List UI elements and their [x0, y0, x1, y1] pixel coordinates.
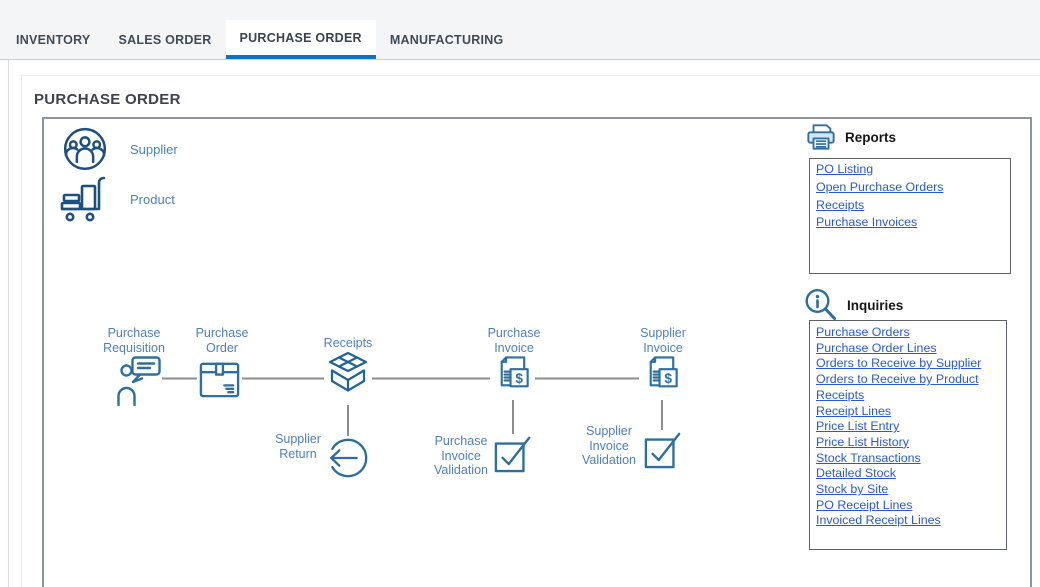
inquiry-link-price-list-history[interactable]: Price List History — [816, 434, 909, 449]
tab-inventory[interactable]: INVENTORY — [16, 32, 91, 47]
supplier-invoice-validation-label: Supplier Invoice Validation — [582, 424, 636, 467]
checkbox-check-icon — [644, 432, 681, 469]
tab-manufacturing[interactable]: MANUFACTURING — [389, 32, 504, 47]
inquiry-link-po-receipt-lines[interactable]: PO Receipt Lines — [816, 497, 913, 512]
inquiry-link-invoiced-receipt-lines[interactable]: Invoiced Receipt Lines — [816, 513, 941, 528]
inquiries-header: Inquiries — [804, 288, 903, 322]
magnifier-info-icon — [805, 288, 836, 320]
reports-header: Reports — [806, 122, 896, 152]
process-map: Supplier Product Purchase Requisition Pu… — [42, 117, 1032, 587]
inquiry-link-stock-transactions[interactable]: Stock Transactions — [816, 450, 921, 465]
supplier-return-label: Supplier Return — [275, 432, 321, 461]
inquiry-link-detailed-stock[interactable]: Detailed Stock — [816, 466, 896, 481]
receipts-node[interactable] — [324, 351, 372, 410]
inquiry-link-receipts[interactable]: Receipts — [816, 387, 865, 402]
module-tab-bar: INVENTORY SALES ORDER PURCHASE ORDER MAN… — [0, 0, 1040, 60]
invoice-dollar-icon: $ — [649, 356, 678, 388]
package-box-icon — [199, 362, 240, 398]
supplier-icon — [63, 127, 107, 171]
checkbox-check-icon — [494, 436, 531, 473]
purchase-invoice-label: Purchase Invoice — [487, 326, 541, 355]
purchase-invoice-validation-node[interactable] — [494, 434, 532, 479]
tab-purchase-order[interactable]: PURCHASE ORDER — [225, 20, 376, 59]
purchase-order-label: Purchase Order — [195, 326, 249, 355]
purchase-requisition-label: Purchase Requisition — [103, 326, 165, 355]
content-card — [21, 75, 1040, 587]
supplier-label: Supplier — [130, 141, 178, 157]
inquiry-link-receipt-lines[interactable]: Receipt Lines — [816, 403, 892, 418]
inquiry-link-orders-to-receive-by-supplier[interactable]: Orders to Receive by Supplier — [816, 356, 982, 371]
inquiry-link-purchase-orders[interactable]: Purchase Orders — [816, 325, 910, 339]
reports-list: PO Listing Open Purchase Orders Receipts… — [809, 158, 1011, 274]
report-link-po-listing[interactable]: PO Listing — [816, 162, 874, 176]
supplier-invoice-label: Supplier Invoice — [640, 326, 686, 355]
inquiries-title: Inquiries — [847, 297, 904, 313]
printer-icon — [807, 124, 835, 150]
page-left-border — [8, 60, 9, 587]
invoice-dollar-icon: $ — [500, 356, 529, 388]
return-arrow-icon — [330, 438, 368, 478]
report-link-receipts[interactable]: Receipts — [816, 197, 865, 212]
person-speech-icon — [117, 356, 161, 407]
entity-supplier[interactable]: Supplier — [62, 126, 178, 172]
purchase-invoice-node[interactable]: $ — [490, 355, 534, 405]
report-link-open-purchase-orders[interactable]: Open Purchase Orders — [816, 179, 944, 194]
inquiry-link-stock-by-site[interactable]: Stock by Site — [816, 482, 889, 497]
entity-product[interactable]: Product — [58, 176, 175, 222]
product-label: Product — [130, 191, 175, 207]
tab-sales-order[interactable]: SALES ORDER — [118, 32, 212, 47]
supplier-invoice-validation-node[interactable] — [644, 430, 682, 475]
svg-text:$: $ — [664, 371, 672, 386]
inquiry-link-orders-to-receive-by-product[interactable]: Orders to Receive by Product — [816, 372, 979, 387]
page-title: PURCHASE ORDER — [34, 91, 181, 108]
open-box-icon — [328, 351, 368, 392]
report-link-purchase-invoices[interactable]: Purchase Invoices — [816, 215, 918, 230]
product-icon — [60, 176, 106, 222]
reports-title: Reports — [845, 129, 897, 145]
inquiry-link-price-list-entry[interactable]: Price List Entry — [816, 419, 900, 434]
inquiries-list: Purchase Orders Purchase Order Lines Ord… — [809, 320, 1007, 550]
receipts-label: Receipts — [323, 336, 373, 350]
svg-text:$: $ — [515, 371, 523, 386]
purchase-order-node[interactable] — [197, 357, 242, 407]
supplier-return-node[interactable] — [326, 436, 370, 485]
purchase-requisition-node[interactable] — [116, 356, 162, 411]
supplier-invoice-node[interactable]: $ — [639, 355, 683, 405]
inquiry-link-purchase-order-lines[interactable]: Purchase Order Lines — [816, 340, 937, 355]
purchase-invoice-validation-label: Purchase Invoice Validation — [434, 434, 488, 477]
